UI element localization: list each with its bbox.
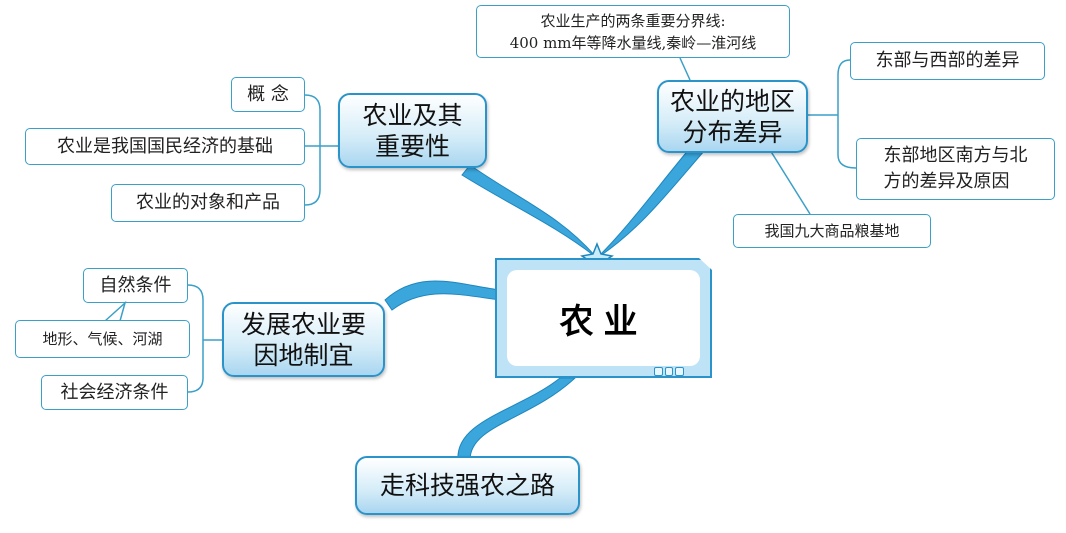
callout-boundaries[interactable]: 农业生产的两条重要分界线: 400 mm年等降水量线,秦岭—淮河线 bbox=[476, 5, 790, 58]
leaf-north-south[interactable]: 东部地区南方与北方的差异及原因 bbox=[856, 138, 1055, 200]
leaf-natural-detail[interactable]: 地形、气候、河湖 bbox=[15, 320, 190, 358]
leaf-natural[interactable]: 自然条件 bbox=[83, 268, 188, 303]
branch-label: 农业及其 bbox=[362, 100, 463, 130]
callout-line: 400 mm年等降水量线,秦岭—淮河线 bbox=[509, 33, 757, 52]
leaf-concept[interactable]: 概 念 bbox=[231, 77, 305, 112]
branch-tech[interactable]: 走科技强农之路 bbox=[355, 456, 580, 515]
swoosh-adapt bbox=[384, 280, 501, 311]
decor-dots bbox=[654, 367, 685, 376]
branch-adapt[interactable]: 发展农业要因地制宜 bbox=[222, 302, 385, 377]
branch-label: 重要性 bbox=[374, 131, 450, 161]
branch-label: 农业的地区 bbox=[669, 86, 795, 116]
branch-label: 走科技强农之路 bbox=[379, 471, 555, 500]
swoosh-tech bbox=[457, 377, 577, 461]
central-title: 农业 bbox=[559, 301, 648, 342]
leaf-socioeconomic[interactable]: 社会经济条件 bbox=[41, 375, 188, 410]
branch-label: 分布差异 bbox=[682, 117, 783, 147]
leaf-east-west[interactable]: 东部与西部的差异 bbox=[850, 42, 1045, 80]
central-node[interactable]: 农业 bbox=[495, 258, 712, 378]
leaf-line: 方的差异及原因 bbox=[883, 171, 1010, 192]
leaf-grain-bases[interactable]: 我国九大商品粮基地 bbox=[733, 214, 931, 248]
branch-importance[interactable]: 农业及其重要性 bbox=[338, 93, 487, 168]
leaf-objects[interactable]: 农业的对象和产品 bbox=[111, 184, 305, 222]
callout-line: 农业生产的两条重要分界线: bbox=[540, 11, 726, 30]
branch-regional[interactable]: 农业的地区分布差异 bbox=[657, 80, 808, 153]
branch-label: 因地制宜 bbox=[253, 340, 354, 370]
swoosh-regional bbox=[596, 147, 706, 259]
leaf-line: 东部地区南方与北 bbox=[883, 145, 1028, 166]
leaf-foundation[interactable]: 农业是我国国民经济的基础 bbox=[25, 128, 305, 165]
branch-label: 发展农业要 bbox=[240, 309, 366, 339]
swoosh-importance bbox=[461, 164, 598, 259]
